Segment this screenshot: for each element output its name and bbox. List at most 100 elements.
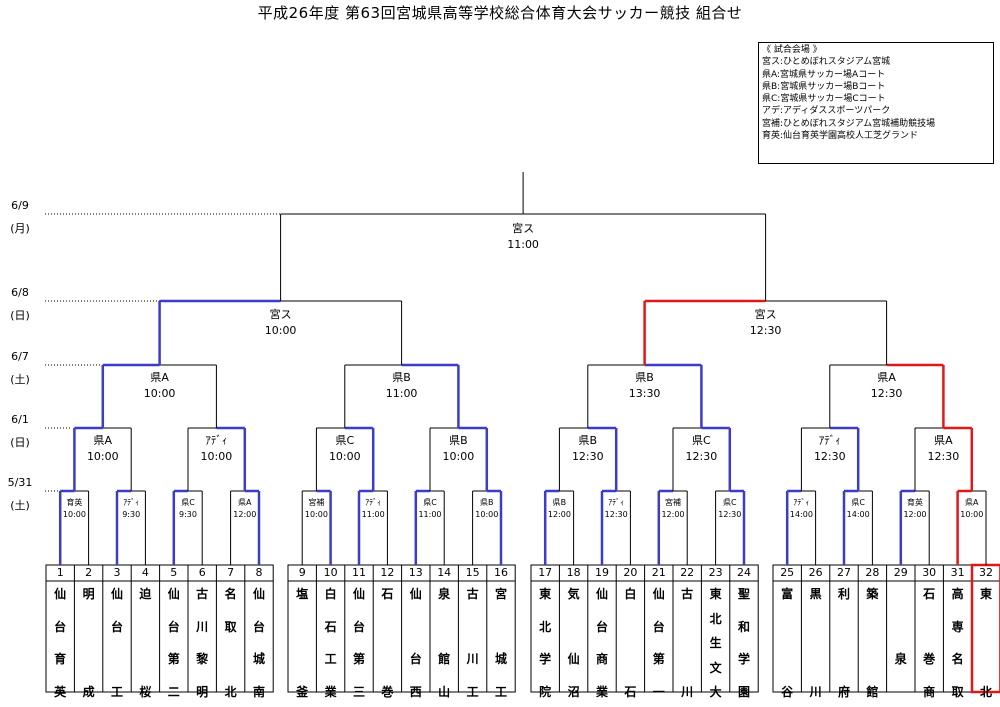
team-number: 1 — [56, 566, 64, 579]
team-number: 10 — [323, 566, 338, 579]
team-number: 5 — [170, 566, 178, 579]
page-title: 平成26年度 第63回宮城県高等学校総合体育大会サッカー競技 組合せ — [257, 4, 743, 22]
venue-legend-header: 《 試合会場 》 — [762, 45, 822, 55]
round-date: 6/9(月) — [4, 199, 36, 236]
team-name-char: 黒 — [809, 587, 822, 601]
team-number: 11 — [352, 566, 366, 579]
team-name-char: 名 — [951, 652, 964, 667]
team-number: 27 — [837, 566, 851, 579]
r1-match-label-line: 宮補 — [308, 498, 325, 507]
team-name-char: 第 — [352, 652, 365, 667]
r1-match-label-line: 11:00 — [418, 510, 442, 519]
team-name-char: 府 — [837, 685, 850, 699]
team-name-char: 川 — [196, 619, 209, 634]
r1-match-label-line: 10:00 — [304, 510, 328, 519]
team-number: 17 — [538, 566, 553, 579]
r2-match-label-line: ｱﾃﾞｨ — [818, 434, 841, 447]
r1-match-label-line: 育英 — [907, 498, 923, 507]
r2-match-label-line: 県C — [692, 434, 711, 447]
r1-match-label: ｱﾃﾞｨ 11:00 — [361, 497, 386, 521]
team-name-char: 泉 — [894, 652, 907, 667]
sf-match-label: 宮ス 10:00 — [260, 307, 301, 339]
venue-item: 育英:仙台育英学園高校人工芝グランド — [762, 131, 919, 142]
round-date-text: 6/7 — [11, 350, 29, 363]
team-name-char: 商 — [595, 652, 608, 667]
r1-match-label-line: 11:00 — [361, 510, 385, 519]
final-match-label-line: 11:00 — [507, 238, 539, 251]
team-name-char: 園 — [737, 685, 750, 699]
team-number: 32 — [979, 566, 993, 579]
team-name-char: 仙 — [167, 587, 180, 601]
venue-item: 県A:宮城県サッカー場Aコート — [762, 69, 886, 80]
team-name-char: 南 — [252, 685, 265, 699]
team-number: 18 — [566, 566, 581, 579]
r1-match-label-line: 県C — [423, 498, 437, 507]
r1-match-label-line: 12:00 — [233, 510, 257, 519]
team-name-char: 川 — [681, 685, 694, 699]
round-date: 6/7 (土) — [4, 350, 36, 387]
team-name-char: 山 — [438, 685, 451, 699]
team-name-char: 塩 — [296, 587, 309, 601]
team-name-char: 石 — [324, 619, 337, 634]
r1-match-label-line: 県C — [851, 498, 865, 507]
round-day-text: (土) — [10, 373, 30, 386]
team-name-char: 白 — [624, 587, 637, 601]
venue-item: 県C:宮城県サッカー場Cコート — [762, 94, 886, 105]
team-name-char: 築 — [866, 587, 879, 601]
team-name-char: 石 — [624, 685, 637, 699]
r1-match-label-line: ｱﾃﾞｨ — [793, 498, 810, 507]
team-number: 6 — [198, 566, 206, 579]
team-name-char: 台 — [110, 619, 123, 634]
round-date-text: 6/9 — [11, 199, 29, 212]
r2-match-label-line: 10:00 — [200, 450, 233, 463]
r2-match-label-line: 10:00 — [442, 450, 475, 463]
team-name-char: 桜 — [139, 685, 152, 699]
team-name-char: 専 — [951, 619, 964, 634]
team-name-char: 東 — [539, 587, 552, 601]
team-name-char: 石 — [381, 587, 394, 601]
sf-match-label-line: 宮ス — [269, 308, 292, 321]
team-name-char: 成 — [82, 685, 95, 699]
team-name-char: 業 — [595, 685, 608, 699]
team-number: 4 — [141, 566, 149, 579]
r1-match-label-line: 宮補 — [665, 498, 681, 507]
r1-match-label-line: ｱﾃﾞｨ — [365, 498, 382, 507]
team-number: 2 — [85, 566, 93, 579]
team-name-char: 仙 — [595, 587, 608, 601]
team-name-char: 取 — [951, 685, 964, 699]
final-match-label-line: 宮ス — [512, 222, 535, 235]
team-name-char: 台 — [167, 619, 180, 634]
team-name-char: 業 — [324, 685, 337, 699]
team-name-char: 館 — [438, 652, 451, 667]
team-name-char: 和 — [737, 619, 750, 634]
team-name-char: 工 — [110, 685, 123, 699]
team-name-char: 富 — [781, 587, 794, 601]
team-name-char: 工 — [494, 685, 507, 699]
team-name-char: 古 — [681, 587, 694, 601]
sf-match-label-line: 10:00 — [264, 324, 297, 337]
r1-match-label-line: 10:00 — [960, 510, 984, 519]
team-name-char: 院 — [539, 685, 552, 699]
team-name-char: 東 — [709, 587, 722, 601]
r1-match-label-line: 12:00 — [661, 510, 685, 519]
team-name-char: 仙 — [567, 652, 580, 667]
team-name-char: 台 — [652, 619, 665, 634]
team-name-char: 工 — [324, 652, 337, 667]
team-number: 20 — [623, 566, 638, 579]
r3-match-label-line: 13:30 — [628, 387, 661, 400]
team-number: 16 — [494, 566, 508, 579]
r1-match-label-line: 県B — [552, 498, 567, 507]
team-number: 22 — [680, 566, 695, 579]
team-name-char: 名 — [224, 587, 237, 601]
team-name-char: 生 — [709, 636, 722, 650]
team-name-char: 取 — [224, 619, 237, 634]
r1-match-label: 宮補 12:00 — [661, 497, 685, 521]
team-number: 19 — [595, 566, 609, 579]
